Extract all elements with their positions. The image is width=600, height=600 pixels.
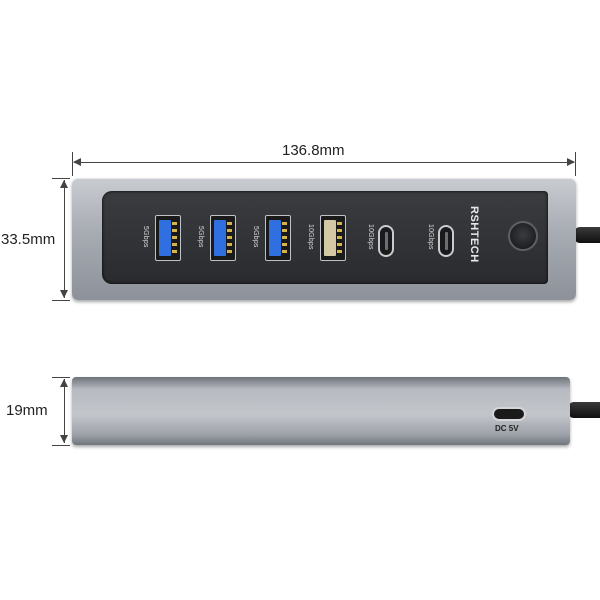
thickness-extension-top: [52, 377, 70, 378]
cable-top-view: [574, 227, 600, 243]
width-extension-left: [72, 152, 73, 176]
thickness-extension-bottom: [52, 445, 70, 446]
usb-c-port-1: [378, 225, 394, 257]
width-arrow-left: [73, 158, 81, 166]
height-label: 33.5mm: [1, 231, 56, 248]
width-arrow-right: [567, 158, 575, 166]
usb-a-tongue-2: [214, 220, 226, 256]
port-label-4: 10Gbps: [307, 224, 314, 250]
brand-logo: RSHTECH: [468, 206, 480, 263]
port-label-3: 5Gbps: [252, 226, 259, 248]
port-label-6: 10Gbps: [427, 224, 434, 250]
dc-port-label: DC 5V: [495, 424, 519, 433]
usb-a-tongue-1: [159, 220, 171, 256]
height-arrow-bottom: [60, 290, 68, 298]
thickness-arrow-top: [60, 379, 68, 387]
usb-c-tongue-2: [445, 232, 448, 250]
width-dimension-line: [74, 162, 574, 163]
usb-a-pins-4: [337, 222, 342, 254]
usb-a-port-2: [210, 215, 236, 261]
height-dimension-line: [64, 180, 65, 298]
hub-side-view: [72, 377, 570, 445]
thickness-arrow-bottom: [60, 435, 68, 443]
width-extension-right: [575, 152, 576, 176]
usb-a-pins-3: [282, 222, 287, 254]
height-arrow-top: [60, 180, 68, 188]
usb-a-port-3: [265, 215, 291, 261]
usb-a-port-4: [320, 215, 346, 261]
port-label-2: 5Gbps: [197, 226, 204, 248]
width-label: 136.8mm: [282, 142, 345, 159]
height-extension-bottom: [52, 300, 70, 301]
usb-a-port-1: [155, 215, 181, 261]
usb-a-pins-1: [172, 222, 177, 254]
port-label-1: 5Gbps: [142, 226, 149, 248]
usb-c-tongue-1: [385, 232, 388, 250]
thickness-dimension-line: [64, 379, 65, 443]
thickness-label: 19mm: [6, 402, 48, 419]
usb-c-port-2: [438, 225, 454, 257]
usb-a-pins-2: [227, 222, 232, 254]
usb-a-tongue-4: [324, 220, 336, 256]
usb-a-tongue-3: [269, 220, 281, 256]
port-label-5: 10Gbps: [367, 224, 374, 250]
power-button: [508, 221, 538, 251]
dc-power-port: [492, 407, 526, 421]
height-extension-top: [52, 178, 70, 179]
cable-side-view: [568, 402, 600, 418]
